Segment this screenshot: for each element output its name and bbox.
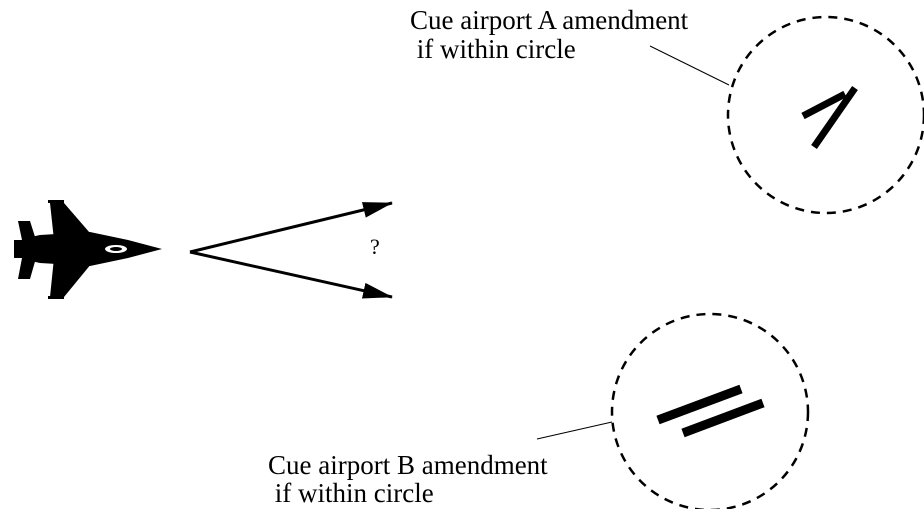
airport-a-callout-line1: Cue airport A amendment bbox=[410, 5, 689, 35]
airport-a-callout-line2: if within circle bbox=[410, 34, 576, 64]
airport-b-leader-line bbox=[536, 421, 613, 440]
airport-a-zone bbox=[649, 15, 924, 215]
airport-a-circle bbox=[726, 15, 924, 215]
airport-b-callout-line2: if within circle bbox=[268, 478, 434, 508]
airport-b-callout-line1: Cue airport B amendment bbox=[268, 450, 548, 480]
fighter-jet-icon bbox=[14, 200, 162, 299]
crossed-runways-icon bbox=[801, 86, 858, 149]
diverging-routes bbox=[189, 201, 393, 299]
lower-route-arrow bbox=[189, 250, 393, 299]
route-uncertainty-mark: ? bbox=[370, 234, 380, 259]
parallel-runways-icon bbox=[656, 384, 765, 438]
upper-route-arrow bbox=[189, 201, 393, 254]
airport-a-leader-line bbox=[649, 45, 730, 86]
airport-b-zone bbox=[536, 312, 810, 509]
airport-b-circle bbox=[610, 312, 810, 509]
